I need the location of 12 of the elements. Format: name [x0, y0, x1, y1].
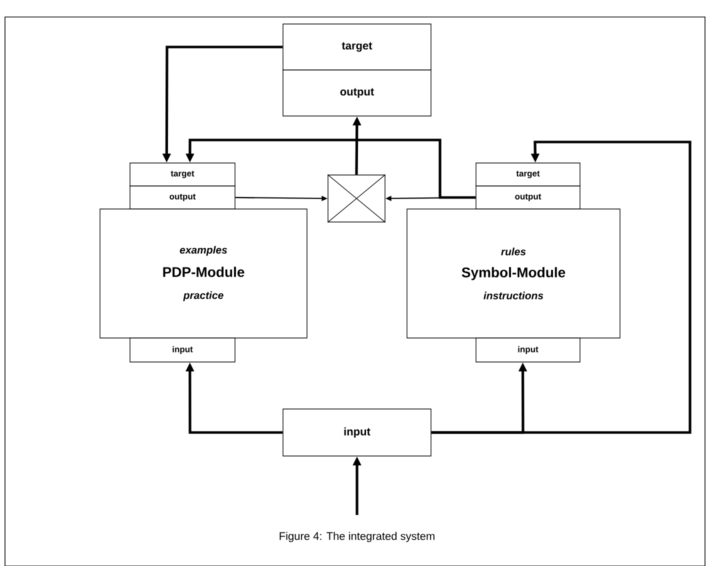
port-box: target	[130, 162, 236, 186]
label-box: target	[282, 24, 432, 70]
port-box: output	[130, 186, 236, 210]
switch-box	[327, 174, 386, 223]
port-box: target	[476, 162, 580, 186]
arrow	[431, 140, 692, 434]
port-box: input	[130, 338, 236, 362]
port-box: output	[476, 186, 580, 210]
caption: Figure 4: The integrated system	[280, 532, 434, 542]
label-box: output	[282, 70, 432, 116]
port-box: input	[476, 338, 580, 362]
label-box: input	[282, 408, 432, 456]
